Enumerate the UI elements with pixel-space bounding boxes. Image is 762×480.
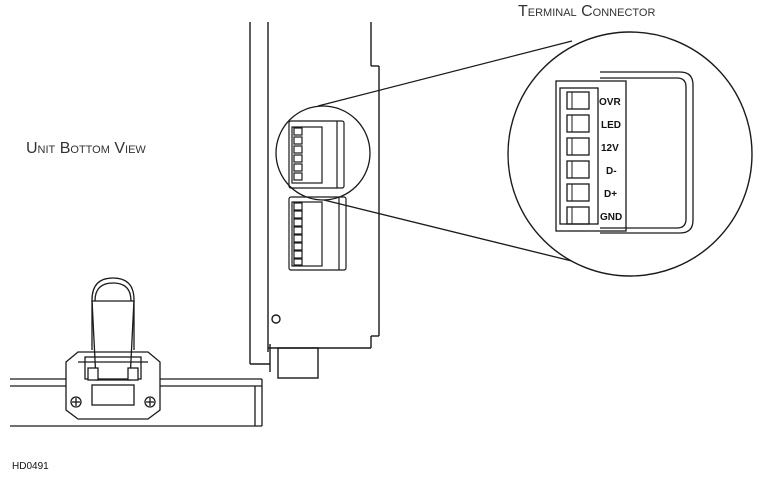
unit-terminal-block-lower — [288, 196, 347, 271]
latch-clamp — [65, 277, 161, 420]
terminal-connector-detail — [555, 71, 694, 234]
terminal-label-d-minus: D- — [606, 166, 617, 177]
detail-highlight-circle — [275, 105, 371, 201]
unit-bottom-view-caption: Unit Bottom View — [26, 140, 146, 157]
terminal-label-led: LED — [601, 120, 621, 131]
terminal-label-d-plus: D+ — [604, 189, 617, 200]
terminal-pin-labels: OVR LED 12V D- D+ GND — [599, 97, 622, 223]
unit-housing — [249, 22, 380, 379]
terminal-label-ovr: OVR — [599, 97, 621, 108]
drawing-code: HD0491 — [12, 461, 49, 472]
terminal-connector-caption: Terminal Connector — [518, 3, 655, 20]
unit-terminal-block-upper — [288, 120, 345, 189]
terminal-label-12v: 12V — [601, 143, 619, 154]
zoom-leader-lines — [317, 40, 593, 267]
terminal-label-gnd: GND — [600, 212, 622, 223]
terminal-connector-zoom-circle — [507, 31, 753, 277]
